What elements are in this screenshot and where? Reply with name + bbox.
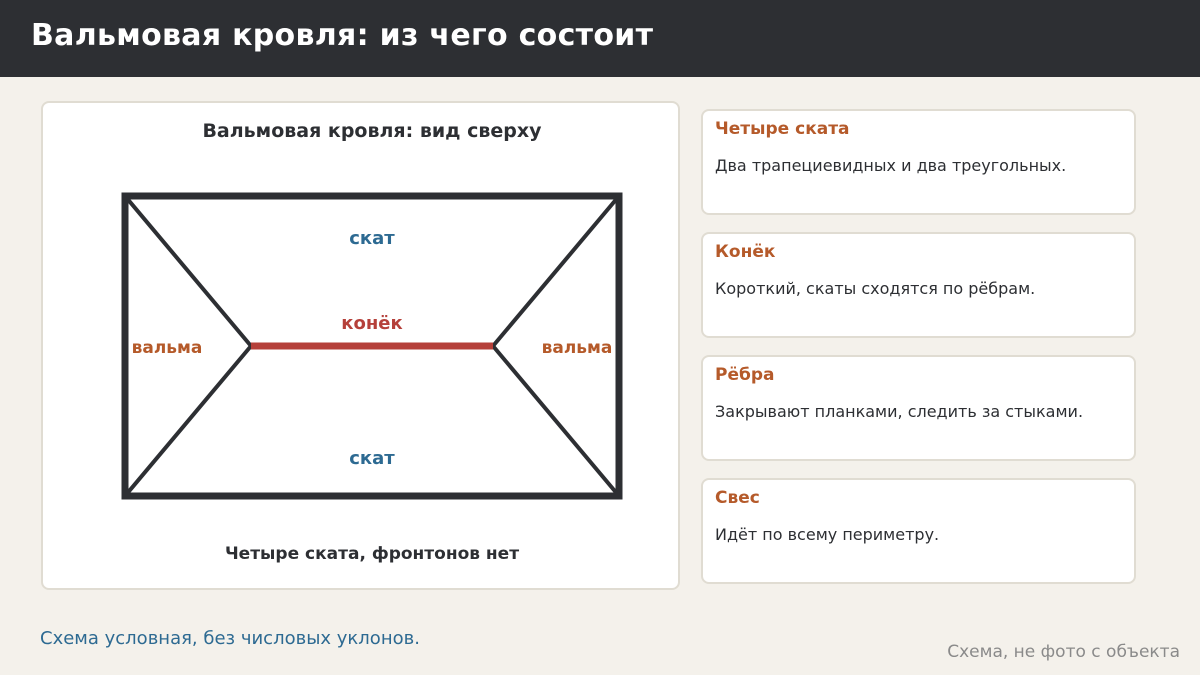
roof-outline: [121, 192, 623, 500]
ridge-label: конёк: [341, 313, 402, 334]
hip-label-left: вальма: [132, 338, 203, 358]
info-card-overhang: Свес Идёт по всему периметру.: [701, 478, 1136, 584]
info-card-ridge: Конёк Короткий, скаты сходятся по рёбрам…: [701, 232, 1136, 338]
info-card-title: Свес: [715, 488, 760, 508]
hip-line-bottom-left: [123, 344, 253, 498]
diagram-caption: Четыре ската, фронтонов нет: [225, 544, 519, 564]
info-card-text: Два трапециевидных и два треугольных.: [715, 156, 1067, 175]
info-card-title: Рёбра: [715, 365, 775, 385]
info-card-text: Закрывают планками, следить за стыками.: [715, 402, 1084, 421]
info-card-text: Идёт по всему периметру.: [715, 525, 940, 544]
slope-label-bottom: скат: [349, 448, 395, 469]
diagram-title: Вальмовая кровля: вид сверху: [202, 120, 542, 142]
slope-label-top: скат: [349, 228, 395, 249]
hip-label-right: вальма: [542, 338, 613, 358]
info-card-slopes: Четыре ската Два трапециевидных и два тр…: [701, 109, 1136, 215]
hip-line-top-left: [123, 194, 253, 348]
diagram-card: Вальмовая кровля: вид сверху скат конёк …: [41, 101, 680, 590]
info-card-hips: Рёбра Закрывают планками, следить за сты…: [701, 355, 1136, 461]
info-card-text: Короткий, скаты сходятся по рёбрам.: [715, 279, 1036, 298]
header-bar: Вальмовая кровля: из чего состоит: [0, 0, 1200, 77]
hip-line-bottom-right: [491, 344, 621, 498]
roof-diagram: Вальмовая кровля: вид сверху скат конёк …: [121, 120, 623, 564]
hip-line-top-right: [491, 194, 621, 348]
source-note: Схема, не фото с объекта: [947, 642, 1180, 662]
info-card-title: Четыре ската: [715, 119, 850, 139]
footnote: Схема условная, без числовых уклонов.: [40, 628, 420, 649]
info-card-title: Конёк: [715, 242, 776, 262]
page-title: Вальмовая кровля: из чего состоит: [31, 18, 654, 53]
